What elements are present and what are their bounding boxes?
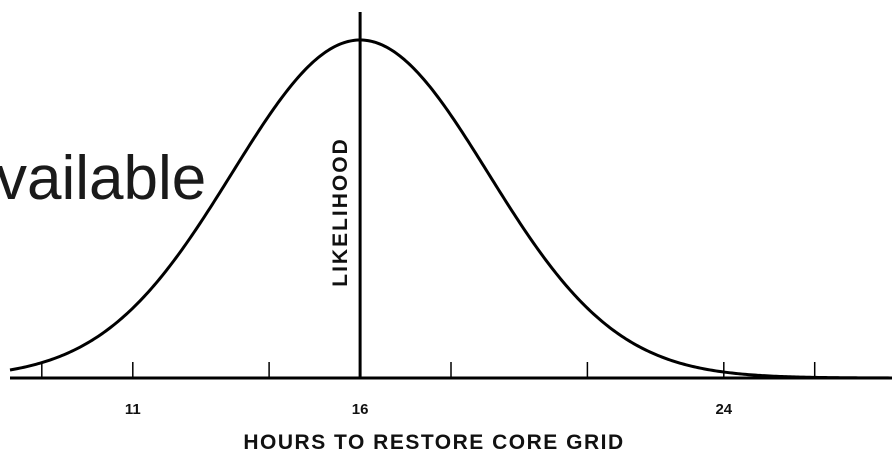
y-axis-title: LIKELIHOOD bbox=[329, 137, 352, 287]
x-tick-label: 11 bbox=[125, 401, 141, 418]
slide-text-fragment: vailable bbox=[0, 144, 207, 213]
x-tick-label: 24 bbox=[715, 401, 732, 418]
x-axis-title: HOURS TO RESTORE CORE GRID bbox=[243, 431, 624, 453]
likelihood-curve bbox=[9, 38, 892, 380]
x-ticks bbox=[41, 362, 816, 378]
x-tick-label: 16 bbox=[352, 401, 369, 418]
x-tick-labels: 11 16 24 bbox=[125, 401, 733, 418]
